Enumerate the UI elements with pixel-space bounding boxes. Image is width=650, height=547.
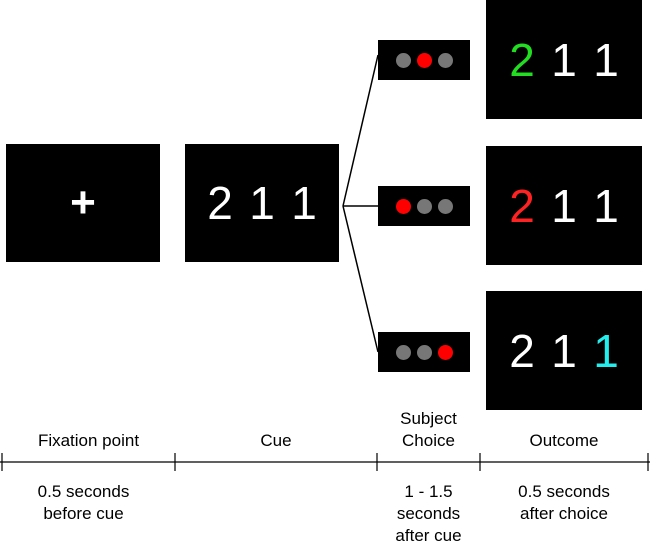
choice-box-3 [378, 332, 470, 372]
choice-dot [437, 344, 453, 360]
cue-digits: 2 1 1 [199, 176, 325, 230]
phase-duration-outcome: 0.5 seconds after choice [518, 482, 610, 523]
outcome-digit: 1 [593, 33, 619, 86]
outcome-digit: 1 [551, 179, 577, 232]
choice-dot [416, 344, 432, 360]
choice-dot [395, 52, 411, 68]
fixation-screen: + [6, 144, 160, 262]
outcome-digits: 2 1 1 [501, 33, 627, 87]
cue-screen: 2 1 1 [185, 144, 339, 262]
choice-dot [416, 52, 432, 68]
outcome-screen-3: 2 1 1 [486, 291, 642, 410]
choice-dot [395, 198, 411, 214]
phase-duration-choice: 1 - 1.5 seconds after cue [395, 482, 462, 545]
phase-name-fixation: Fixation point [37, 431, 140, 450]
cue-digit: 2 [207, 177, 233, 229]
choice-dot [437, 198, 453, 214]
phase-duration-fixation: 0.5 seconds before cue [37, 482, 130, 523]
outcome-digits: 2 1 1 [501, 324, 627, 378]
outcome-screen-1: 2 1 1 [486, 0, 642, 119]
phase-name-cue: Cue [260, 431, 292, 450]
fixation-cross: + [70, 178, 96, 227]
phase-name-choice: Subject Choice [400, 409, 457, 450]
outcome-digit: 2 [509, 33, 535, 86]
choice-dot [395, 344, 411, 360]
choice-box-2 [378, 186, 470, 226]
cue-digit: 1 [249, 177, 275, 229]
outcome-digits: 2 1 1 [501, 179, 627, 233]
phase-name-outcome: Outcome [529, 431, 599, 450]
outcome-digit: 1 [593, 179, 619, 232]
outcome-digit: 2 [509, 179, 535, 232]
choice-dot [437, 52, 453, 68]
outcome-screen-2: 2 1 1 [486, 146, 642, 265]
outcome-digit: 1 [551, 33, 577, 86]
choice-box-1 [378, 40, 470, 80]
cue-digit: 1 [291, 177, 317, 229]
outcome-digit: 2 [509, 324, 535, 377]
choice-dot [416, 198, 432, 214]
outcome-digit: 1 [551, 324, 577, 377]
outcome-digit: 1 [593, 324, 619, 377]
